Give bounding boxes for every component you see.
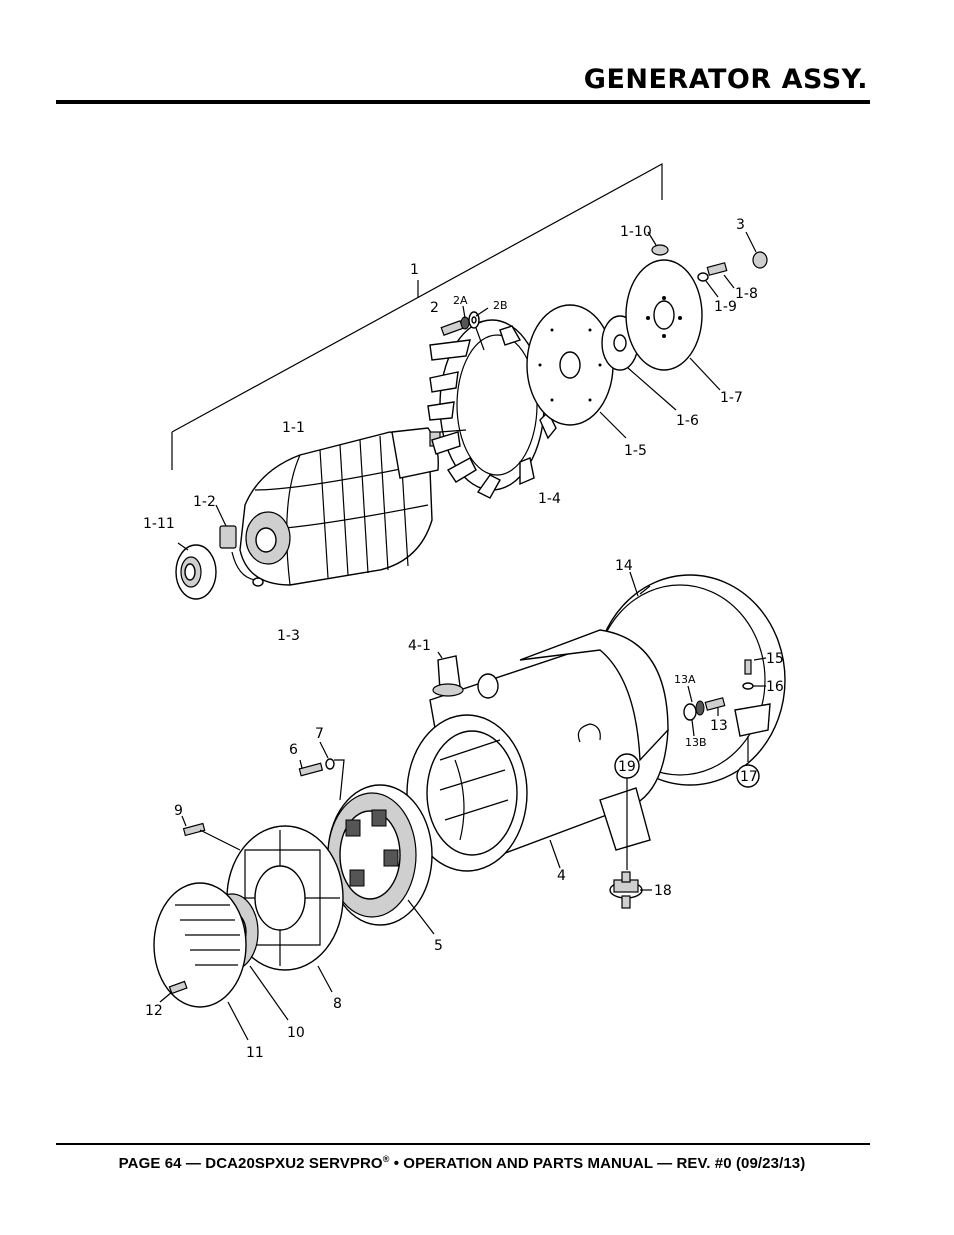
- callout-14: 14: [615, 558, 633, 574]
- hardware-1-8-1-10: [647, 231, 768, 298]
- callout-1-10: 1-10: [620, 224, 652, 240]
- callout-7: 7: [315, 726, 324, 742]
- callout-5: 5: [434, 938, 443, 954]
- callout-13: 13: [710, 718, 728, 734]
- callout-17: 17: [740, 769, 758, 785]
- fan-part: [427, 319, 557, 499]
- callout-4: 4: [557, 868, 566, 884]
- callout-1-7: 1-7: [720, 390, 743, 406]
- callout-13a: 13A: [674, 673, 696, 686]
- callout-1-9: 1-9: [714, 299, 737, 315]
- registered-mark: ®: [382, 1154, 390, 1164]
- callout-1-2: 1-2: [193, 494, 216, 510]
- footer-text-start: PAGE 64 — DCA20SPXU2 SERVPRO: [118, 1155, 383, 1172]
- callout-16: 16: [766, 679, 784, 695]
- callout-labels: 1 1-1 1-2 1-3 1-4 1-5 1-6 1-7 1-8 1-9 1-…: [143, 217, 784, 1061]
- bolt-6-7: [298, 741, 345, 801]
- callout-1-4: 1-4: [538, 491, 561, 507]
- callout-2a: 2A: [453, 294, 468, 307]
- rotor-part: [215, 427, 441, 587]
- footer-rule: [56, 1143, 870, 1145]
- assembly-bracket: [171, 162, 663, 470]
- bearing-part: [175, 542, 217, 600]
- callout-2: 2: [430, 300, 439, 316]
- callout-11: 11: [246, 1045, 264, 1061]
- washers-13: [683, 685, 726, 737]
- callout-1-5: 1-5: [624, 443, 647, 459]
- page-title: GENERATOR ASSY.: [583, 64, 868, 95]
- callout-19: 19: [618, 759, 636, 775]
- terminal-cap-part: [432, 651, 464, 697]
- callout-13b: 13B: [685, 736, 707, 749]
- coupling-disc-part: [526, 304, 627, 439]
- callout-1-11: 1-11: [143, 516, 175, 532]
- callout-9: 9: [174, 803, 183, 819]
- mount-18-19: [609, 753, 652, 909]
- callout-4-1: 4-1: [408, 638, 431, 654]
- callout-1-3: 1-3: [277, 628, 300, 644]
- end-cover-part: [153, 882, 249, 1041]
- callout-6: 6: [289, 742, 298, 758]
- header-rule: [56, 100, 870, 104]
- page-footer: PAGE 64 — DCA20SPXU2 SERVPRO® • OPERATIO…: [0, 1154, 924, 1172]
- bolt-2-assembly: [440, 305, 489, 351]
- callout-1-8: 1-8: [735, 286, 758, 302]
- callout-15: 15: [766, 651, 784, 667]
- coupling-plate-part: [625, 259, 721, 391]
- footer-text-end: • OPERATION AND PARTS MANUAL — REV. #0 (…: [389, 1155, 806, 1172]
- screws-9-12: [159, 815, 241, 1003]
- callout-10: 10: [287, 1025, 305, 1041]
- stator-part: [327, 784, 435, 935]
- stator-housing-part: [406, 629, 669, 872]
- callout-18: 18: [654, 883, 672, 899]
- callout-2b: 2B: [493, 299, 508, 312]
- callout-1-6: 1-6: [676, 413, 699, 429]
- callout-8: 8: [333, 996, 342, 1012]
- screws-15-16-17: [734, 657, 771, 788]
- callout-1-1: 1-1: [282, 420, 305, 436]
- callout-12: 12: [145, 1003, 163, 1019]
- callout-1: 1: [410, 262, 419, 278]
- callout-3: 3: [736, 217, 745, 233]
